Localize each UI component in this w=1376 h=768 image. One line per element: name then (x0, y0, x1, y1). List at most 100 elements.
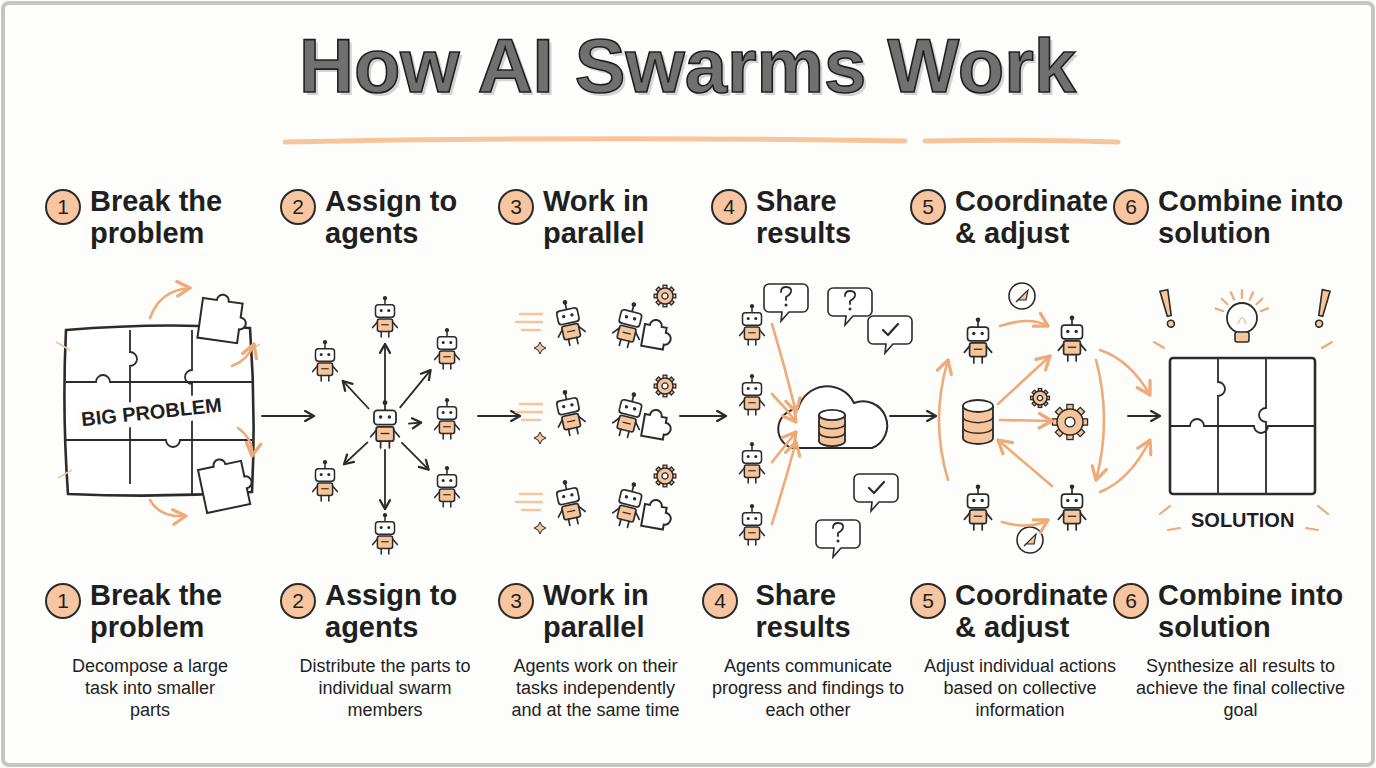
parallel-work (516, 285, 676, 534)
robot-icon (750, 374, 754, 378)
robot-icon (556, 397, 579, 415)
robot-icon (435, 424, 460, 439)
robot-icon (321, 488, 329, 489)
robot-icon (610, 417, 641, 440)
database-icon (819, 432, 845, 437)
robot-icon (748, 470, 756, 471)
step-number: 1 (45, 583, 81, 619)
robot-icon (320, 473, 323, 476)
robot-icon (438, 475, 457, 487)
robot-icon (567, 420, 575, 422)
robot-icon (381, 433, 390, 434)
robot-icon (748, 402, 756, 403)
robot-icon (379, 415, 383, 419)
solution-puzzle (1154, 290, 1332, 530)
database-icon (963, 400, 993, 444)
step-number: 4 (711, 189, 747, 225)
robot-icon (445, 466, 449, 470)
parallel-work (516, 314, 542, 330)
robot-icon (313, 340, 338, 381)
solution-puzzle (1154, 342, 1332, 530)
gear-icon (657, 468, 673, 484)
flow-arrow (1100, 350, 1150, 395)
flow-arrow (939, 360, 948, 480)
robot-icon (974, 349, 982, 350)
robot-icon (970, 343, 987, 357)
robot-icon (624, 405, 628, 409)
robot-icon (556, 307, 579, 325)
flow-arrow (478, 415, 520, 417)
robot-icon (570, 313, 574, 317)
robot-icon (633, 317, 637, 321)
step-header: 3Work in parallel (498, 186, 693, 250)
robot-icon (377, 536, 392, 548)
flow-arrow (680, 415, 726, 417)
flow-arrow (1000, 321, 1048, 326)
illustration-label: SOLUTION (1186, 508, 1299, 533)
robot-icon (1058, 344, 1085, 361)
robot-icon (754, 517, 757, 520)
step-number: 5 (910, 583, 946, 619)
robot-icon (323, 460, 327, 464)
robot-icon (439, 489, 454, 501)
robot-icon (968, 494, 989, 508)
robot-icon (750, 304, 754, 308)
step-header: 2Assign to agents (280, 186, 490, 250)
robot-icon (316, 349, 335, 361)
flow-arrow (150, 500, 186, 516)
robot-icon (374, 410, 396, 424)
robot-icon (743, 451, 762, 463)
step-heading: Coordinate & adjust (955, 580, 1130, 644)
gear-icon (657, 288, 673, 304)
step-header: 1Break the problemDecompose a large task… (45, 580, 255, 722)
step-header: 6Combine into solutionSynthesize all res… (1113, 580, 1368, 722)
robot-icon (1068, 516, 1076, 517)
coordinate-adjust (939, 283, 1150, 553)
speech-bubble (816, 520, 860, 557)
robot-icon (750, 504, 754, 508)
robot-icon (323, 340, 327, 344)
speech-bubble (849, 308, 852, 311)
robot-icon (313, 366, 338, 381)
robot-icon (327, 473, 330, 476)
database-icon (819, 410, 845, 420)
gear-icon (654, 375, 676, 397)
flow-arrow (890, 415, 936, 417)
speech-bubble (764, 284, 808, 321)
robot-icon (443, 426, 451, 427)
robot-icon (313, 460, 338, 501)
puzzle-piece (197, 292, 249, 344)
step-header: 5Coordinate & adjustAdjust individual ac… (910, 580, 1130, 722)
gear-icon (1037, 395, 1042, 400)
robot-icon (435, 328, 460, 369)
speech-bubble (785, 304, 788, 307)
robot-icon (562, 495, 566, 499)
speech-bubble (854, 474, 898, 511)
flow-arrow (232, 344, 254, 366)
robot-icon (744, 465, 759, 477)
robot-icon (744, 397, 759, 409)
flow-arrow (402, 443, 429, 470)
robot-icon (435, 466, 460, 507)
flow-arrow (1096, 360, 1104, 480)
robot-icon (383, 296, 387, 300)
robot-icon (562, 405, 566, 409)
robot-icon (562, 413, 581, 430)
robot-icon (562, 390, 567, 395)
robot-icon (970, 510, 987, 524)
share-results (740, 284, 912, 557)
robot-icon (740, 468, 765, 483)
robot-icon (556, 487, 579, 505)
robot-icon (562, 503, 581, 520)
step-heading: Combine into solution (1158, 580, 1368, 644)
robot-icon (327, 353, 330, 356)
gear-icon (1052, 404, 1087, 439)
robot-icon (972, 332, 975, 335)
database-icon (819, 410, 845, 446)
robot-icon (371, 430, 400, 448)
gear-icon (1033, 391, 1047, 405)
robot-icon (633, 407, 637, 411)
robot-icon (316, 469, 335, 481)
robot-icon (387, 526, 390, 529)
robot-icon (373, 296, 398, 337)
